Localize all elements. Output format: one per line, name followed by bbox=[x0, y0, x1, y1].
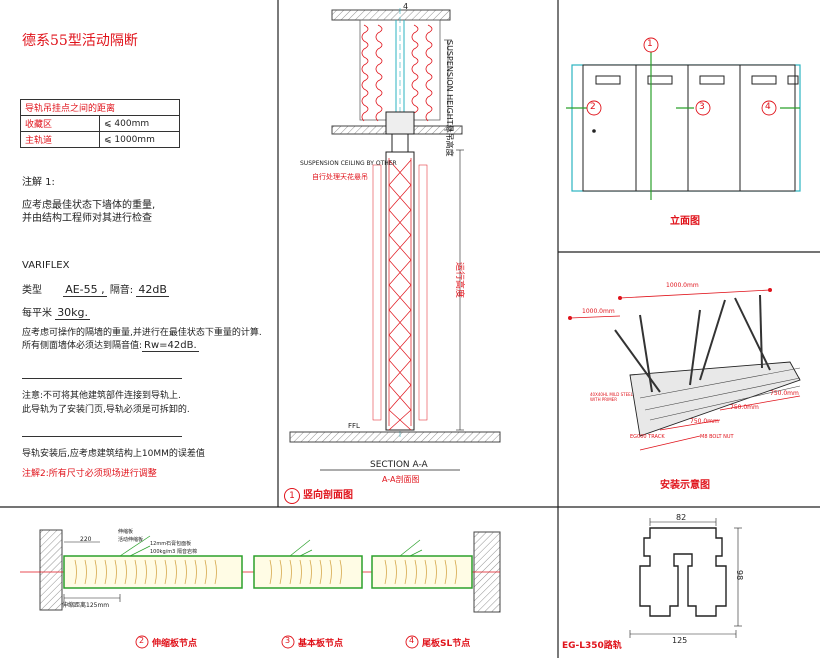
elevation-marker: 3 bbox=[699, 102, 705, 112]
rail-distance-table: 导轨吊挂点之间的距离 收藏区 ⩽ 400mm 主轨道 ⩽ 1000mm bbox=[20, 99, 180, 148]
section-cn-label: A-A剖面图 bbox=[382, 475, 420, 484]
elevation-marker: 2 bbox=[590, 102, 596, 112]
rail-dim-side: 98 bbox=[735, 570, 744, 581]
plan-label: 12mm石膏包面板 bbox=[150, 541, 192, 547]
variflex-line: 应考虑可操作的隔墙的重量,并进行在最佳状态下重量的计算. bbox=[22, 328, 262, 338]
install-dim: 1000.0mm bbox=[666, 282, 699, 289]
per-sqm-label: 每平米 bbox=[22, 308, 52, 319]
table-header: 导轨吊挂点之间的距离 bbox=[20, 99, 180, 116]
plan-label: 伸缩板 bbox=[118, 529, 134, 535]
type-value: AE-55 , bbox=[63, 283, 107, 297]
plan-label: 220 bbox=[80, 536, 92, 543]
plan-caption: 尾板SL节点 bbox=[422, 639, 471, 649]
top-marker: 4 bbox=[403, 2, 409, 11]
track-note: EG000 TRACK bbox=[630, 434, 665, 440]
plan-label: 活动伸缩板 bbox=[118, 537, 144, 543]
warning-line: 此导轨为了安装门页,导轨必须是可拆卸的. bbox=[22, 405, 190, 415]
section-label: SECTION A-A bbox=[370, 460, 428, 470]
suspension-height-label: SUSPENSION HEIGHT悬吊高度 bbox=[444, 40, 455, 157]
suspension-ceiling-note: SUSPENSION CEILING BY OTHER bbox=[300, 160, 397, 167]
plan-caption-num: 3 bbox=[285, 636, 291, 645]
plan-caption: 伸缩板节点 bbox=[152, 639, 198, 649]
plan-caption: 基本板节点 bbox=[298, 639, 344, 649]
variflex-brand: VARIFLEX bbox=[22, 260, 70, 271]
variflex-weight: 每平米 30kg. bbox=[22, 304, 91, 320]
section-number: 1 bbox=[284, 488, 300, 504]
sound-value: 42dB bbox=[136, 283, 169, 297]
table-row-value: ⩽ 1000mm bbox=[99, 131, 180, 148]
plan-label: 100kg/m3 隔音岩棉 bbox=[150, 549, 197, 555]
install-dim: 750.0mm bbox=[690, 418, 719, 425]
rail-caption: EG-L350路轨 bbox=[562, 641, 622, 651]
elevation-caption: 立面图 bbox=[670, 216, 700, 227]
suspension-height-text: SUSPENSION HEIGHT悬吊高度 bbox=[445, 40, 454, 157]
rail-dim-top: 82 bbox=[676, 513, 687, 522]
variflex-line: 所有侧面墙体必须达到隔音值:Rw=42dB. bbox=[22, 338, 199, 352]
type-label: 类型 bbox=[22, 285, 42, 296]
divider bbox=[22, 436, 182, 437]
sound-label: 隔音: bbox=[109, 285, 134, 296]
install-dim: 750.0mm bbox=[770, 390, 799, 397]
table-row-value: ⩽ 400mm bbox=[99, 115, 180, 132]
plan-label: 伸缩距离125mm bbox=[62, 602, 110, 609]
steel-note: 40X40HL MILD STEEL WITH PRIMER bbox=[590, 392, 633, 402]
install-dim: 1000.0mm bbox=[582, 308, 615, 315]
ffl-label: FFL bbox=[348, 422, 360, 430]
note2: 注解2:所有尺寸必须现场进行调整 bbox=[22, 469, 157, 479]
warning-line: 注意:不可将其他建筑部件连接到导轨上. bbox=[22, 391, 181, 401]
section-caption-text: 竖向剖面图 bbox=[303, 490, 353, 501]
elevation-marker: 4 bbox=[765, 102, 771, 112]
table-row-label: 收藏区 bbox=[20, 115, 100, 132]
variflex-type: 类型 AE-55 , 隔音: 42dB bbox=[22, 281, 169, 297]
tolerance-note: 导轨安装后,应考虑建筑结构上10MM的误差值 bbox=[22, 449, 205, 459]
rw-value: Rw=42dB. bbox=[142, 340, 199, 352]
install-caption: 安装示意图 bbox=[660, 480, 710, 491]
table-row-label: 主轨道 bbox=[20, 131, 100, 148]
install-dim: 750.0mm bbox=[730, 404, 759, 411]
note1-heading: 注解 1: bbox=[22, 177, 55, 188]
plan-caption-num: 4 bbox=[409, 636, 415, 645]
divider bbox=[22, 378, 182, 379]
ceiling-cn-note: 自行处理天花悬吊 bbox=[312, 173, 368, 181]
sheet-title: 德系55型活动隔断 bbox=[22, 33, 138, 49]
per-sqm-value: 30kg. bbox=[55, 306, 91, 320]
note1-line: 应考虑最佳状态下墙体的重量, bbox=[22, 200, 156, 211]
plan-caption-num: 2 bbox=[139, 636, 145, 645]
note1-line: 并由结构工程师对其进行检查 bbox=[22, 213, 152, 224]
elevation-marker: 1 bbox=[647, 39, 653, 49]
rail-dim-bottom: 125 bbox=[672, 636, 688, 645]
nut-note: M8 BOLT NUT bbox=[700, 434, 734, 440]
running-height-label: 运行高度 bbox=[454, 262, 464, 299]
rw-label: 所有侧面墙体必须达到隔音值: bbox=[22, 341, 143, 351]
